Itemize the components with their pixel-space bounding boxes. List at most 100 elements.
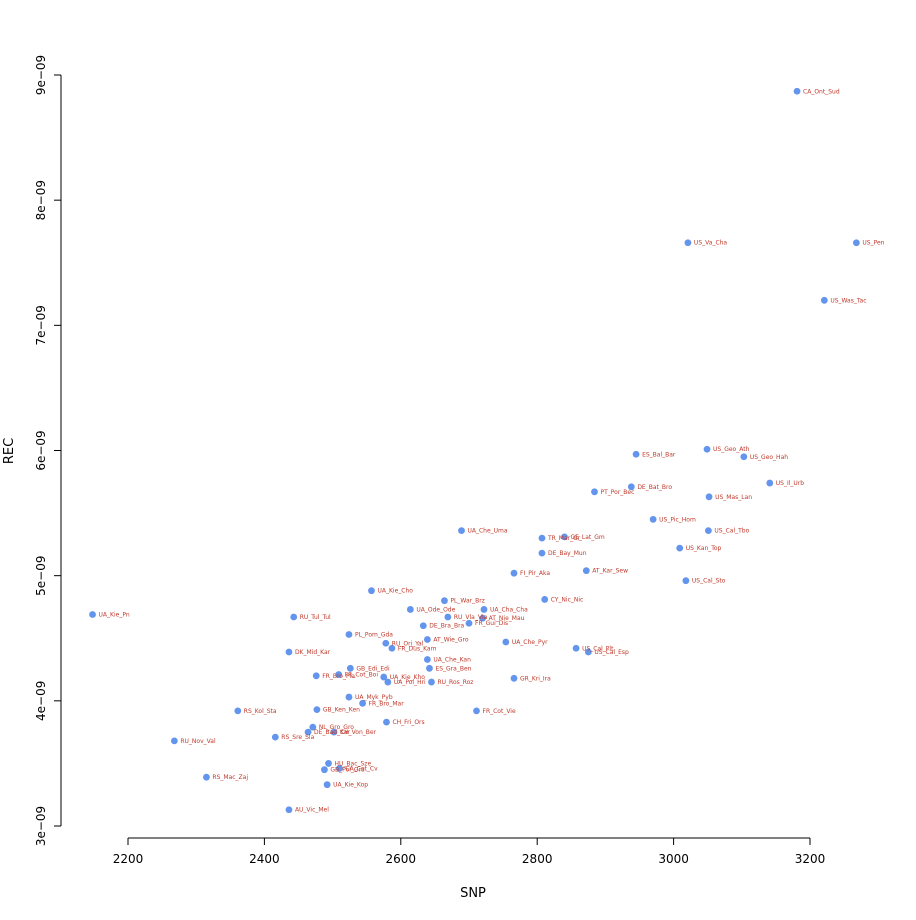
point-label: US_Cal_Esp <box>594 649 629 656</box>
point-label: RU_Tul_Tul <box>300 614 331 621</box>
data-point <box>380 673 388 681</box>
point-label: FR_Bro_Mar <box>369 700 405 707</box>
point-label: TR_Mar_Gr <box>547 535 581 542</box>
point-label: US_Va_Cha <box>694 240 728 247</box>
point-label: US_Cal_Plt <box>582 645 614 652</box>
point-label: FR_Cot_Boi <box>345 672 379 679</box>
point-label: DE_Bra_Bra <box>429 623 464 630</box>
point-label: UA_Kie_Pn <box>99 611 130 618</box>
point-label: RU_Vla_Vla <box>454 614 488 621</box>
point-label: US_Cal_Tbo <box>714 528 749 535</box>
y-tick-label: 5e−09 <box>34 555 48 595</box>
data-point <box>423 636 431 643</box>
data-point <box>684 239 692 247</box>
y-tick-label: 3e−09 <box>34 806 48 846</box>
data-point <box>383 718 390 726</box>
data-point <box>473 707 480 715</box>
data-point <box>419 622 427 630</box>
point-label: PL_War_Brz <box>450 598 484 605</box>
data-point <box>271 733 279 741</box>
y-tick-label: 4e−09 <box>34 681 48 721</box>
y-tick-label: 6e−09 <box>34 430 48 470</box>
data-point <box>627 483 635 491</box>
point-label: CH_Von_Ber <box>340 729 377 736</box>
data-point <box>285 806 293 814</box>
data-point <box>502 638 510 646</box>
data-point <box>312 672 320 680</box>
data-point <box>285 648 293 656</box>
data-point <box>541 596 549 603</box>
point-label: FR_Dus_Kam <box>398 645 437 652</box>
point-label: US_Il_Urb <box>776 480 804 487</box>
data-point <box>480 606 488 613</box>
point-label: GB_Ken_Ken <box>323 707 360 714</box>
point-label: CH_Fri_Ors <box>392 719 424 726</box>
point-label: DE_Bad_Kar <box>314 729 351 736</box>
x-tick-label: 3200 <box>795 852 826 866</box>
point-label: RS_Kol_Sta <box>244 708 277 715</box>
point-label: US_Geo_Hah <box>750 454 788 461</box>
point-label: UA_Cha_Cha <box>490 606 528 613</box>
data-point <box>538 549 546 557</box>
point-label: FI_Pir_Aka <box>520 570 550 577</box>
data-point <box>444 613 452 621</box>
y-axis-title: REC <box>2 438 17 464</box>
point-label: US_Mas_Lan <box>715 494 752 501</box>
data-point <box>330 728 338 736</box>
data-point <box>345 693 353 701</box>
point-label: AT_Nie_Mau <box>489 615 525 622</box>
data-point <box>582 567 590 575</box>
data-point <box>458 527 465 535</box>
point-label: UA_Myk_Pyb <box>355 694 393 701</box>
data-point <box>584 648 592 656</box>
point-label: US_Geo_Ath <box>713 446 750 453</box>
data-point <box>323 781 331 789</box>
data-point <box>203 773 210 781</box>
point-label: UA_Che_Pyr <box>512 639 548 646</box>
point-label: FR_Cot_Vie <box>483 708 516 715</box>
point-label: DE_Bat_Bro <box>637 484 672 491</box>
data-point <box>441 597 448 605</box>
data-point <box>766 479 774 487</box>
data-point <box>793 87 801 95</box>
point-label: RS_Mac_Zaj <box>212 774 248 781</box>
data-point <box>703 445 711 453</box>
point-label: DE_Bay_Mun <box>548 550 587 557</box>
data-point <box>345 631 353 638</box>
x-tick-label: 3000 <box>658 852 689 866</box>
data-point <box>705 493 713 501</box>
data-point <box>428 678 435 686</box>
data-point <box>649 515 657 523</box>
data-point <box>572 644 580 652</box>
y-tick-label: 8e−09 <box>34 180 48 220</box>
point-label: US_Pic_Hom <box>659 516 696 523</box>
data-point <box>423 656 431 663</box>
point-label: GE_Lat_Gm <box>570 534 604 541</box>
point-label: AT_Wie_Gro <box>433 637 468 644</box>
data-point <box>591 488 598 496</box>
point-label: UA_Che_Uma <box>467 528 507 535</box>
data-point <box>304 728 312 736</box>
point-label: GB_Edi_Edi <box>356 665 390 672</box>
point-label: AT_Kar_Sew <box>592 568 628 575</box>
data-point <box>313 706 321 713</box>
data-point <box>170 737 178 745</box>
point-label: PL_Pom_Gda <box>355 631 393 638</box>
data-point <box>325 760 332 767</box>
point-label: CY_Nic_Nic <box>551 596 584 603</box>
y-tick-label: 9e−09 <box>34 55 48 95</box>
point-label: GR_Kri_Ira <box>520 675 551 682</box>
data-point <box>309 723 317 731</box>
data-point <box>704 527 712 535</box>
data-point <box>510 674 518 682</box>
point-label: CA_Cot_Cv <box>345 765 378 772</box>
point-label: HU_Bac_Sze <box>335 760 372 767</box>
point-label: FR_Gui_Dis <box>475 620 508 627</box>
point-label: RU_Ori_Yal <box>392 640 424 647</box>
point-label: US_Cal_Sto <box>692 578 726 585</box>
point-label: ES_Gra_Ben <box>435 665 471 672</box>
x-tick-label: 2600 <box>386 852 417 866</box>
